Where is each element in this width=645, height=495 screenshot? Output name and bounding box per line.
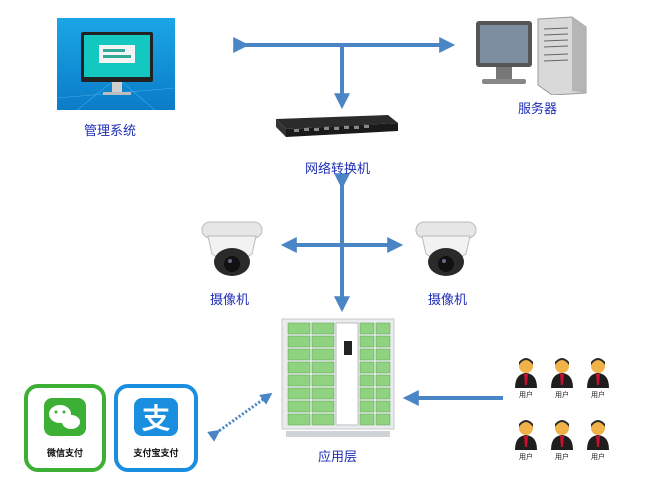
locker-door [311,387,335,400]
locker-door [375,387,391,400]
camera-right-label: 摄像机 [428,293,468,308]
locker-door [287,348,311,361]
users-group: 用户用户用户用户用户用户 [510,348,620,460]
locker-door [359,322,375,335]
user-icon: 用户 [587,358,609,399]
user-label: 用户 [519,452,533,460]
locker-door [287,322,311,335]
user-icon: 用户 [515,358,537,399]
locker-door [359,387,375,400]
locker-door [287,374,311,387]
user-icon: 用户 [551,420,573,460]
locker-door [375,413,391,426]
locker-door [287,361,311,374]
control-panel [335,322,359,426]
locker-door [359,400,375,413]
locker-door [311,413,335,426]
user-icon: 用户 [515,420,537,460]
arrow-payment-application [207,392,273,442]
locker-door [311,374,335,387]
network-switch-image [272,105,402,139]
camera-left-label: 摄像机 [210,293,250,308]
camera-right-image [412,218,482,282]
locker-door [311,361,335,374]
application-layer-label: 应用层 [318,450,358,465]
locker-door [359,361,375,374]
wechat-pay-label: 微信支付 [46,447,83,459]
svg-text:支: 支 [142,402,170,435]
wechat-icon [44,398,86,436]
user-label: 用户 [519,390,533,399]
locker-door [375,400,391,413]
management-image [57,18,175,110]
network-switch-label: 网络转换机 [305,162,371,177]
locker-door [375,374,391,387]
locker-door [375,335,391,348]
locker-door [311,400,335,413]
locker-door [359,348,375,361]
locker-door [311,335,335,348]
locker-door [287,335,311,348]
locker-door [359,413,375,426]
user-icon: 用户 [587,420,609,460]
alipay-icon: 支 [134,398,178,436]
locker-door [375,361,391,374]
locker-door [287,400,311,413]
management-label: 管理系统 [84,124,137,139]
payment-panel: 微信支付 支 支付宝支付 [20,380,202,476]
camera-left-image [198,218,268,282]
locker-door [375,348,391,361]
server-label: 服务器 [518,102,558,117]
user-label: 用户 [591,390,605,399]
alipay-label: 支付宝支付 [132,447,178,459]
locker-door [287,413,311,426]
locker-door [311,322,335,335]
locker-cabinet-image [278,313,400,441]
locker-door [287,387,311,400]
user-icon: 用户 [551,358,573,399]
locker-door [311,348,335,361]
server-image [468,15,598,95]
user-label: 用户 [555,390,569,399]
locker-door [359,335,375,348]
locker-door [359,374,375,387]
user-label: 用户 [555,452,569,460]
locker-door [375,322,391,335]
user-label: 用户 [591,452,605,460]
